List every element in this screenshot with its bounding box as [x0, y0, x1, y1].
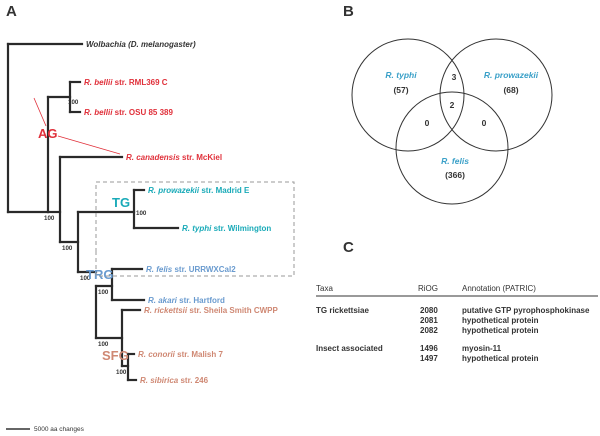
venn-count-typhi: (57) [393, 85, 408, 95]
taxon-bellii-osu: R. bellii str. OSU 85 389 [84, 108, 173, 117]
panel-c-letter: C [343, 239, 354, 256]
table-row-1-riog: 2080 [420, 306, 438, 315]
taxon-prowazekii: R. prowazekii str. Madrid E [148, 186, 250, 195]
table-row-1-annotation: putative GTP pyrophosphokinase [462, 306, 590, 315]
group-annotations: AG TG TRG SFG [33, 97, 295, 363]
table-row-1-taxa: TG rickettsiae [316, 306, 369, 315]
bootstrap-tg: 100 [136, 210, 147, 217]
venn-label-prowazekii: R. prowazekii [484, 70, 539, 80]
group-label-ag: AG [38, 126, 58, 141]
venn-overlap-typhi-felis: 0 [425, 118, 430, 128]
venn-diagram: R. typhi (57) R. prowazekii (68) R. feli… [351, 38, 553, 205]
table-row-4-annotation: myosin-11 [462, 344, 502, 353]
taxa-labels: Wolbachia (D. melanogaster) R. bellii st… [84, 40, 278, 385]
riog-table: Taxa RiOG Annotation (PATRIC) TG rickett… [316, 284, 598, 363]
venn-circle-typhi [351, 38, 465, 152]
taxon-felis: R. felis str. URRWXCal2 [146, 265, 236, 274]
table-row-4-taxa: Insect associated [316, 344, 383, 353]
table-row-3-annotation: hypothetical protein [462, 326, 539, 335]
panel-b-letter: B [343, 3, 354, 20]
table-row-2-riog: 2081 [420, 316, 438, 325]
group-label-trg: TRG [86, 267, 113, 282]
tg-trg-dashed-box [95, 181, 295, 277]
table-row-3-riog: 2082 [420, 326, 438, 335]
panel-a-letter: A [6, 3, 17, 20]
taxon-conorii: R. conorii str. Malish 7 [138, 350, 223, 359]
bootstrap-values: 100 100 100 100 100 100 100 100 [44, 99, 147, 376]
venn-overlap-all: 2 [450, 100, 455, 110]
taxon-typhi: R. typhi str. Wilmington [182, 224, 271, 233]
taxon-bellii-rml: R. bellii str. RML369 C [84, 78, 168, 87]
venn-count-felis: (366) [445, 170, 465, 180]
bootstrap-bellii: 100 [68, 99, 79, 106]
tree-branches [6, 42, 180, 382]
bootstrap-ag: 100 [62, 245, 73, 252]
table-header-annotation: Annotation (PATRIC) [462, 284, 536, 293]
table-row-5-annotation: hypothetical protein [462, 354, 539, 363]
venn-label-typhi: R. typhi [385, 70, 417, 80]
venn-count-prowazekii: (68) [503, 85, 518, 95]
bootstrap-trg: 100 [98, 289, 109, 296]
taxon-akari: R. akari str. Hartford [148, 296, 225, 305]
table-header-riog: RiOG [418, 284, 438, 293]
bootstrap-rickettsia: 100 [44, 215, 55, 222]
bootstrap-sfg: 100 [98, 341, 109, 348]
taxon-rickettsii: R. rickettsii str. Sheila Smith CWPP [144, 306, 278, 315]
bootstrap-conorii-sibirica: 100 [116, 369, 127, 376]
table-row-2-annotation: hypothetical protein [462, 316, 539, 325]
taxon-wolbachia: Wolbachia (D. melanogaster) [86, 40, 196, 49]
venn-overlap-prowazekii-felis: 0 [482, 118, 487, 128]
table-header-taxa: Taxa [316, 284, 333, 293]
table-row-4-riog: 1496 [420, 344, 438, 353]
venn-label-felis: R. felis [441, 156, 469, 166]
table-row-5-riog: 1497 [420, 354, 438, 363]
ag-pointer-1 [33, 97, 47, 127]
group-label-sfg: SFG [102, 348, 129, 363]
venn-overlap-typhi-prowazekii: 3 [452, 72, 457, 82]
taxon-sibirica: R. sibirica str. 246 [140, 376, 209, 385]
venn-circle-prowazekii [439, 38, 553, 152]
taxon-canadensis: R. canadensis str. McKiel [126, 153, 222, 162]
ag-pointer-2 [57, 135, 121, 155]
scale-label: 5000 aa changes [34, 426, 85, 433]
group-label-tg: TG [112, 195, 130, 210]
venn-circle-felis [395, 91, 509, 205]
bootstrap-tg-trg: 100 [80, 275, 91, 282]
